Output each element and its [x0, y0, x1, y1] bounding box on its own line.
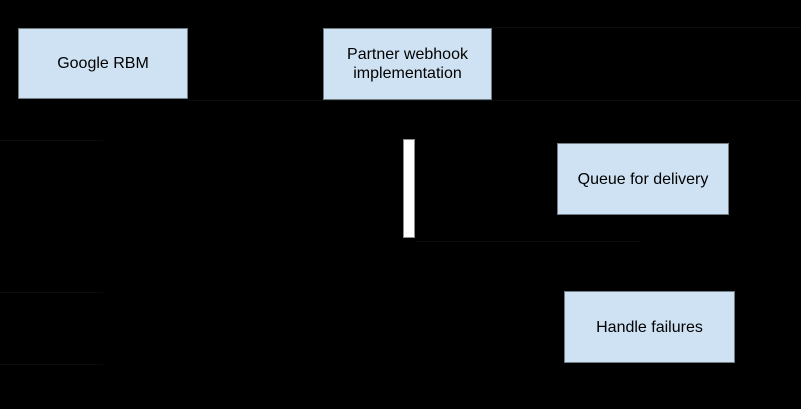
faint-arrow-line [0, 364, 103, 365]
node-partner-webhook: Partner webhook implementation [323, 28, 492, 100]
faint-arrow-line [188, 100, 801, 101]
node-queue-for-delivery: Queue for delivery [557, 143, 729, 215]
activation-bar [403, 139, 415, 238]
faint-arrow-line [415, 241, 640, 242]
faint-arrow-line [492, 27, 801, 28]
node-handle-failures: Handle failures [564, 291, 735, 363]
node-google-rbm: Google RBM [18, 28, 188, 99]
node-queue-for-delivery-label: Queue for delivery [577, 170, 709, 188]
node-partner-webhook-label: Partner webhook implementation [347, 46, 468, 82]
node-handle-failures-label: Handle failures [596, 318, 703, 336]
node-google-rbm-label: Google RBM [57, 55, 149, 72]
faint-arrow-line [0, 292, 103, 293]
faint-arrow-line [0, 140, 103, 141]
